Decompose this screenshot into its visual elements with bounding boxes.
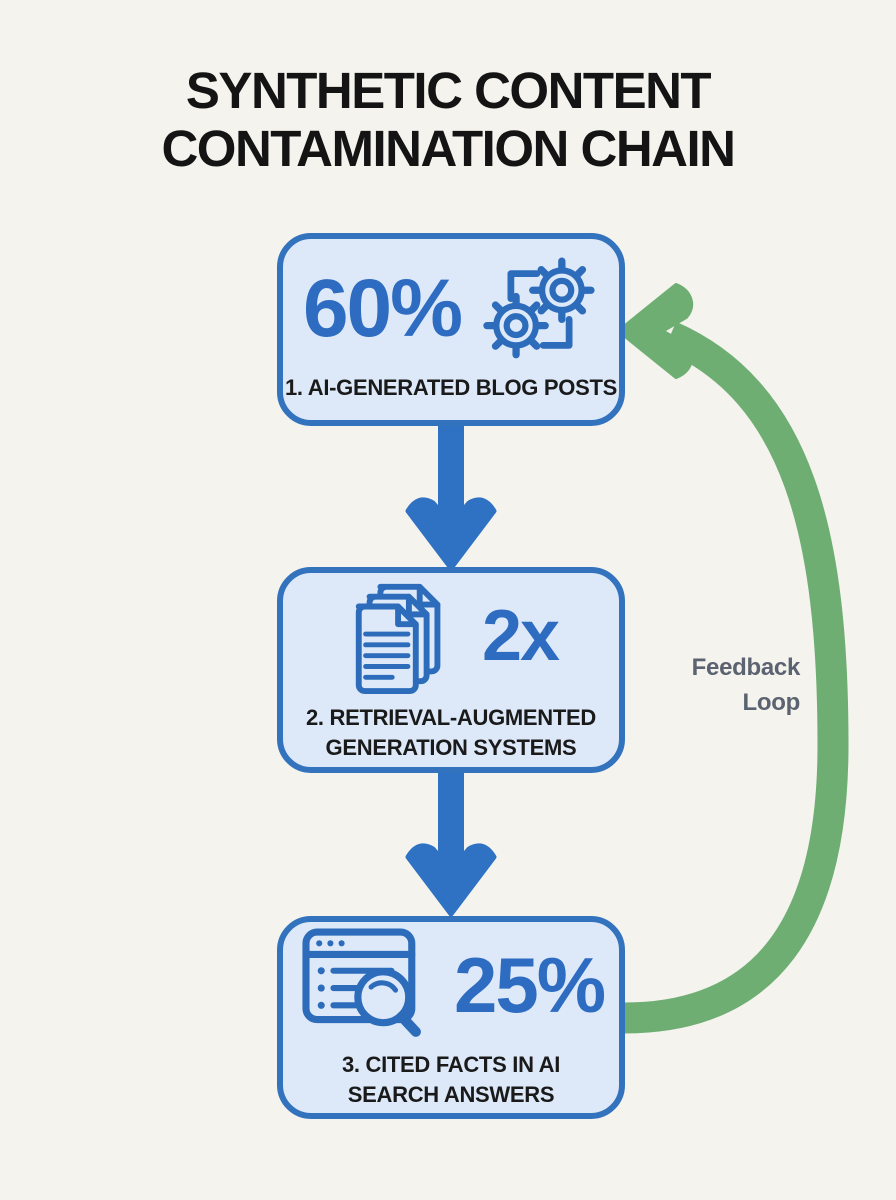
down-arrow-2 [405,766,497,917]
stage-box-2: 2x 2. RETRIEVAL-AUGMENTED GENERATION SYS… [277,567,625,773]
page-title-line2: CONTAMINATION CHAIN [161,120,736,177]
down-arrow-1 [405,420,497,571]
stage-2-label: 2. RETRIEVAL-AUGMENTED GENERATION SYSTEM… [305,705,596,760]
stage-1-label: 1. AI-GENERATED BLOG POSTS [284,374,617,400]
documents-stack-icon [355,584,441,695]
search-results-icon [302,928,421,1037]
stage-1-content: 60% [303,257,599,361]
feedback-loop-label-line2: Loop [742,689,801,716]
stage-3-stat: 25% [453,940,606,1029]
stage-1-stat: 60% [302,262,463,354]
stage-3-content: 25% [298,926,606,1044]
stage-box-3: 25% 3. CITED FACTS IN AI SEARCH ANSWERS [277,916,625,1119]
gears-icon [483,257,595,359]
stage-box-1: 60% [277,233,625,426]
page-title-line1: SYNTHETIC CONTENT [185,62,712,119]
stage-2-content: 2x [344,577,560,695]
arrow-left-head [617,283,694,379]
stage-2-stat: 2x [481,596,560,677]
stage-3-label: 3. CITED FACTS IN AI SEARCH ANSWERS [341,1051,561,1107]
feedback-loop-label-line1: Feedback [691,654,801,681]
feedback-loop-label: Feedback Loop [630,650,801,720]
page-title: SYNTHETIC CONTENT CONTAMINATION CHAIN [0,62,896,178]
